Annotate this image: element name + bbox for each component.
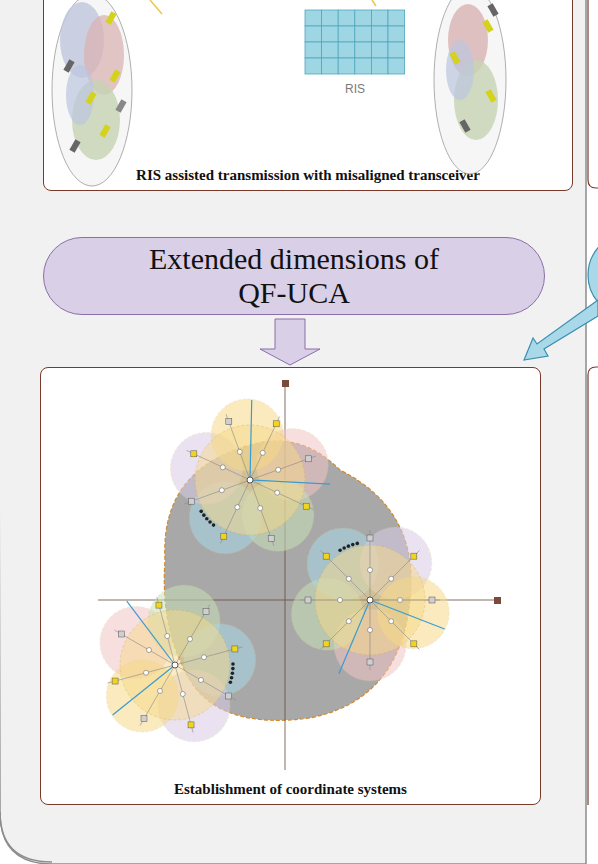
part-label: RIS <box>345 82 365 96</box>
incoming-arrow <box>524 300 598 360</box>
pill-label: Extended dimensions of QF-UCA <box>43 237 545 315</box>
pill-text: Extended dimensions of QF-UCA <box>124 242 464 310</box>
neighbour-panel <box>588 367 598 805</box>
panel-caption: Establishment of coordinate systems <box>45 780 536 798</box>
block-arrow <box>260 319 320 365</box>
neighbour-panel <box>588 0 598 188</box>
panel-caption: RIS assisted transmission with misaligne… <box>48 166 568 184</box>
panel-box: Establishment of coordinate systems <box>40 367 541 805</box>
panel-box: RIS assisted transmission with misaligne… <box>43 0 573 191</box>
